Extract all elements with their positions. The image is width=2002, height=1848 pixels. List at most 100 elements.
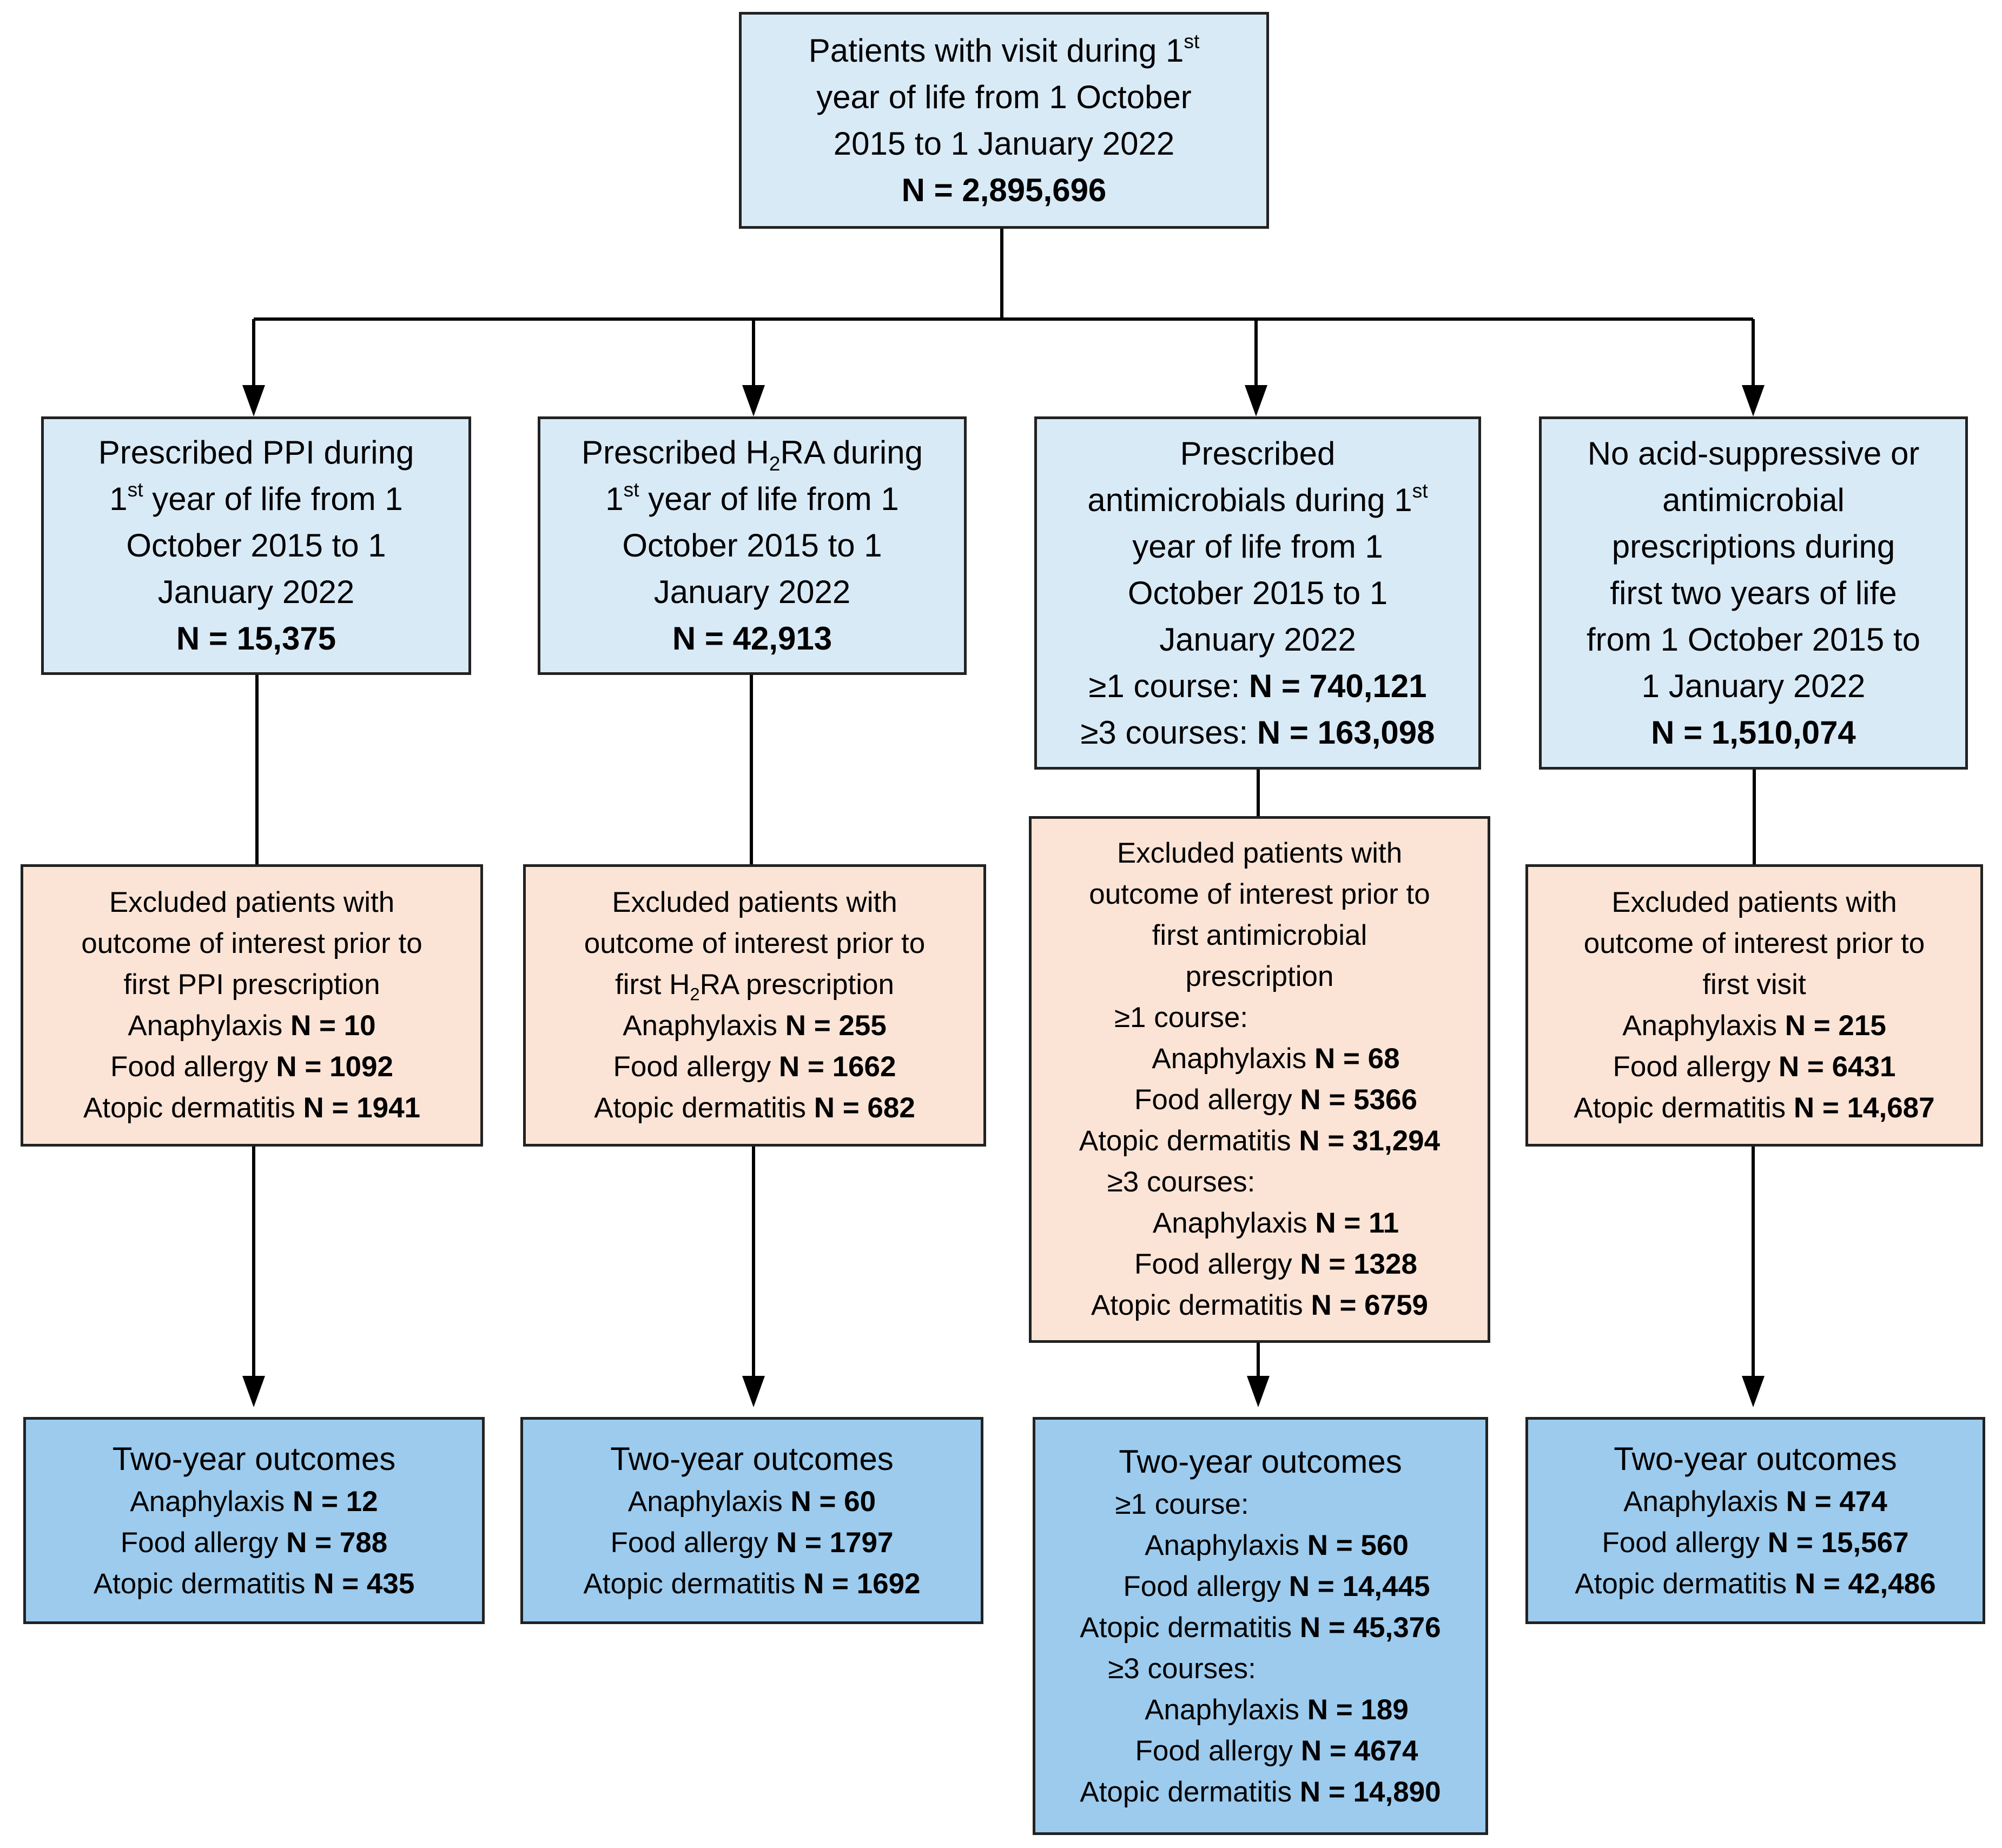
ppi-line-3: October 2015 to 1 bbox=[126, 527, 386, 564]
ex-anti-c3-anaphylaxis-label: Anaphylaxis bbox=[1152, 1207, 1316, 1239]
ex-none-food-count: N = 6431 bbox=[1778, 1051, 1896, 1083]
arrowhead-h2ra bbox=[742, 385, 765, 416]
anti-course3-label: ≥3 courses: bbox=[1080, 714, 1257, 751]
ex-ppi-line-2: outcome of interest prior to bbox=[81, 928, 422, 959]
ex-h2ra-line-3-a: first H bbox=[615, 969, 690, 1001]
ex-ppi-anaphylaxis-count: N = 10 bbox=[290, 1010, 376, 1042]
h2ra-line-2-prefix: 1st bbox=[605, 478, 639, 517]
anti-course3-count: N = 163,098 bbox=[1257, 714, 1435, 751]
arrowhead-antimicrobial bbox=[1245, 385, 1267, 416]
none-line-3: prescriptions during bbox=[1611, 528, 1895, 565]
h2ra-line-3: October 2015 to 1 bbox=[622, 527, 882, 564]
ppi-line-2-prefix: 1st bbox=[109, 478, 143, 517]
anti-line-5: January 2022 bbox=[1159, 621, 1356, 658]
out-none-anaphylaxis-label: Anaphylaxis bbox=[1623, 1485, 1786, 1518]
ex-anti-c1-food-label: Food allergy bbox=[1134, 1084, 1300, 1116]
arrowhead-none bbox=[1742, 385, 1765, 416]
ex-h2ra-food-count: N = 1662 bbox=[778, 1051, 896, 1083]
ex-anti-c1-anaphylaxis-label: Anaphylaxis bbox=[1152, 1043, 1314, 1075]
none-line-2: antimicrobial bbox=[1662, 481, 1845, 518]
anti-line-1: Prescribed bbox=[1180, 435, 1336, 472]
ppi-line-4: January 2022 bbox=[157, 574, 355, 610]
out-ppi-atopic-label: Atopic dermatitis bbox=[93, 1567, 314, 1600]
ex-h2ra-atopic-count: N = 682 bbox=[814, 1092, 915, 1124]
out-h2ra-atopic-label: Atopic dermatitis bbox=[583, 1567, 803, 1600]
ex-h2ra-line-3-b: RA prescription bbox=[699, 969, 895, 1001]
out-anti-c1-food-count: N = 14,445 bbox=[1289, 1570, 1430, 1602]
h2ra-line-2: year of life from 1 bbox=[639, 481, 899, 517]
box-outcomes-antimicrobials: Two-year outcomes ≥1 course: Anaphylaxis… bbox=[1033, 1417, 1488, 1835]
ex-none-food-label: Food allergy bbox=[1613, 1051, 1779, 1083]
ex-anti-c3-food-label: Food allergy bbox=[1134, 1248, 1300, 1280]
box-no-prescription: No acid-suppressive or antimicrobial pre… bbox=[1539, 416, 1968, 770]
out-ppi-anaphylaxis-label: Anaphylaxis bbox=[130, 1485, 293, 1518]
out-anti-c1-atopic-label: Atopic dermatitis bbox=[1080, 1611, 1300, 1644]
ex-anti-course1-label: ≥1 course: bbox=[1114, 1002, 1248, 1034]
ex-anti-c3-atopic-count: N = 6759 bbox=[1311, 1289, 1429, 1321]
ex-h2ra-line-2: outcome of interest prior to bbox=[584, 928, 926, 959]
out-h2ra-anaphylaxis-label: Anaphylaxis bbox=[627, 1485, 791, 1518]
box-excluded-antimicrobials: Excluded patients with outcome of intere… bbox=[1029, 816, 1490, 1343]
out-none-title: Two-year outcomes bbox=[1614, 1440, 1897, 1477]
anti-line-2: antimicrobials during 1 bbox=[1087, 481, 1412, 518]
arrowhead-antimicrobial-outcomes bbox=[1247, 1376, 1270, 1407]
ex-anti-course3-label: ≥3 courses: bbox=[1107, 1166, 1256, 1198]
ex-none-anaphylaxis-count: N = 215 bbox=[1785, 1010, 1886, 1042]
none-line-5: from 1 October 2015 to bbox=[1587, 621, 1920, 658]
ex-ppi-food-count: N = 1092 bbox=[276, 1051, 393, 1083]
ppi-count: N = 15,375 bbox=[176, 620, 336, 657]
anti-line-4: October 2015 to 1 bbox=[1127, 574, 1388, 611]
out-anti-c3-atopic-label: Atopic dermatitis bbox=[1080, 1776, 1300, 1808]
ex-h2ra-anaphylaxis-count: N = 255 bbox=[785, 1010, 887, 1042]
top-count: N = 2,895,696 bbox=[901, 171, 1107, 208]
arrowhead-ppi bbox=[242, 385, 265, 416]
ex-ppi-line-3: first PPI prescription bbox=[123, 969, 380, 1001]
ex-anti-line-1: Excluded patients with bbox=[1116, 837, 1403, 869]
h2ra-count: N = 42,913 bbox=[672, 620, 832, 657]
ex-h2ra-line-1: Excluded patients with bbox=[612, 886, 897, 918]
none-count: N = 1,510,074 bbox=[1651, 714, 1856, 751]
box-excluded-h2ra: Excluded patients with outcome of intere… bbox=[523, 864, 986, 1147]
out-anti-c3-anaphylaxis-label: Anaphylaxis bbox=[1145, 1693, 1307, 1726]
h2ra-line-1-a: Prescribed H bbox=[582, 434, 769, 471]
arrowhead-none-outcomes bbox=[1742, 1376, 1765, 1407]
ex-none-line-2: outcome of interest prior to bbox=[1583, 928, 1925, 959]
ex-anti-line-4: prescription bbox=[1185, 961, 1334, 992]
h2ra-line-1-b: RA during bbox=[780, 434, 923, 471]
ex-anti-line-2: outcome of interest prior to bbox=[1089, 878, 1430, 910]
out-h2ra-anaphylaxis-count: N = 60 bbox=[790, 1485, 876, 1518]
ppi-line-2: year of life from 1 bbox=[143, 481, 403, 517]
out-h2ra-title: Two-year outcomes bbox=[610, 1440, 894, 1477]
ex-anti-c3-anaphylaxis-count: N = 11 bbox=[1315, 1207, 1399, 1239]
out-h2ra-atopic-count: N = 1692 bbox=[803, 1567, 921, 1600]
ex-h2ra-atopic-label: Atopic dermatitis bbox=[594, 1092, 814, 1124]
out-anti-c1-anaphylaxis-label: Anaphylaxis bbox=[1145, 1529, 1307, 1561]
out-ppi-anaphylaxis-count: N = 12 bbox=[292, 1485, 378, 1518]
out-ppi-food-count: N = 788 bbox=[286, 1526, 388, 1559]
out-ppi-title: Two-year outcomes bbox=[112, 1440, 396, 1477]
ppi-line-1: Prescribed PPI during bbox=[98, 434, 414, 471]
top-line-1-sup: st bbox=[1184, 29, 1200, 52]
anti-course1-label: ≥1 course: bbox=[1088, 667, 1249, 704]
anti-line-3: year of life from 1 bbox=[1132, 528, 1383, 565]
ex-anti-c1-food-count: N = 5366 bbox=[1300, 1084, 1417, 1116]
out-anti-course1-label: ≥1 course: bbox=[1115, 1488, 1249, 1520]
ex-none-anaphylaxis-label: Anaphylaxis bbox=[1622, 1010, 1785, 1042]
out-anti-c1-atopic-count: N = 45,376 bbox=[1299, 1611, 1441, 1644]
ex-ppi-anaphylaxis-label: Anaphylaxis bbox=[128, 1010, 290, 1042]
out-anti-course3-label: ≥3 courses: bbox=[1108, 1652, 1256, 1685]
ex-anti-c3-food-count: N = 1328 bbox=[1300, 1248, 1417, 1280]
none-line-6: 1 January 2022 bbox=[1641, 667, 1866, 704]
ex-ppi-atopic-label: Atopic dermatitis bbox=[83, 1092, 303, 1124]
arrowhead-ppi-outcomes bbox=[242, 1376, 265, 1407]
out-anti-title: Two-year outcomes bbox=[1119, 1443, 1402, 1480]
box-outcomes-none: Two-year outcomes Anaphylaxis N = 474 Fo… bbox=[1525, 1417, 1985, 1624]
box-antimicrobials: Prescribed antimicrobials during 1st yea… bbox=[1034, 416, 1481, 770]
out-h2ra-food-count: N = 1797 bbox=[776, 1526, 894, 1559]
out-anti-c3-food-label: Food allergy bbox=[1135, 1734, 1301, 1767]
box-all-patients: Patients with visit during 1st year of l… bbox=[739, 12, 1269, 229]
top-line-2: year of life from 1 October bbox=[816, 78, 1192, 115]
out-none-atopic-label: Atopic dermatitis bbox=[1575, 1567, 1795, 1600]
